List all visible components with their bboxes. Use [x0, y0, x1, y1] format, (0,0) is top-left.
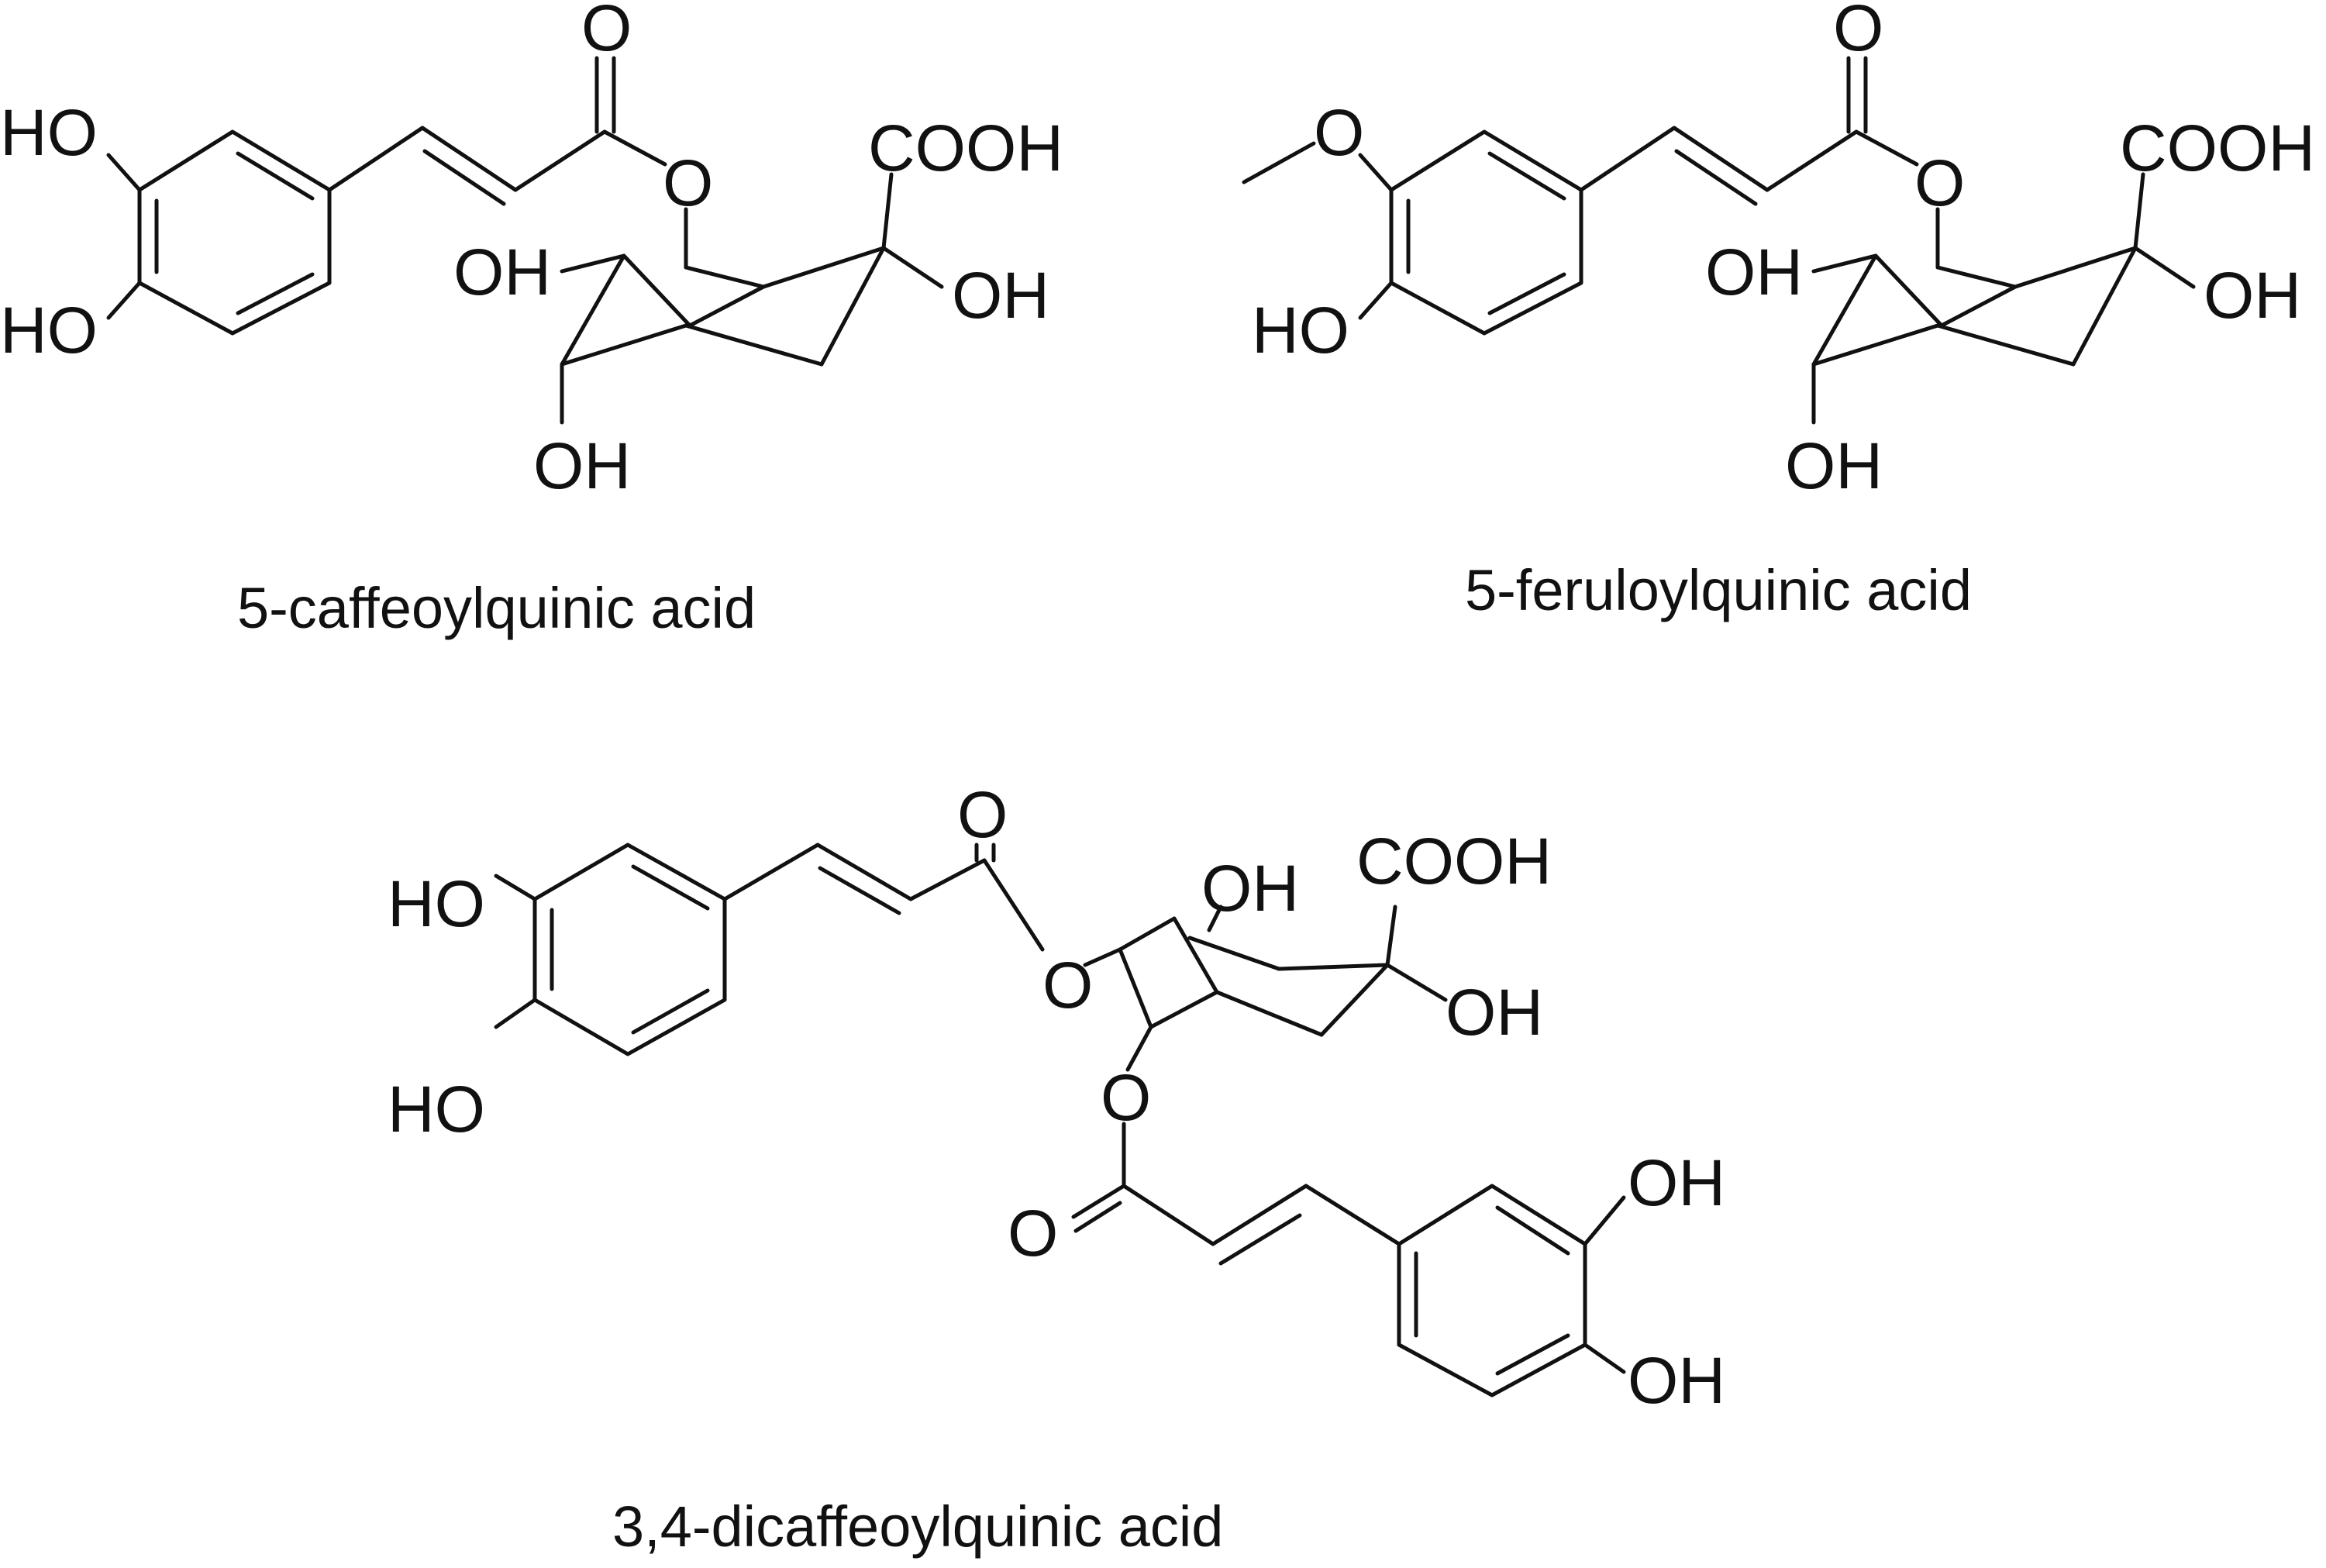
bonds-5fqa: [1242, 56, 2196, 425]
label-oh-ring-right: OH: [952, 259, 1049, 332]
caption-3-4-dicaffeoylquinic-acid: 3,4-dicaffeoylquinic acid: [612, 1494, 1223, 1559]
label-ester-o: O: [1914, 146, 1965, 219]
label-ester-o: O: [663, 146, 713, 219]
label-methoxy-o: O: [1314, 96, 1364, 169]
caption-5-feruloylquinic-acid: 5-feruloylquinic acid: [1465, 558, 1972, 622]
label-carbonyl-o: O: [581, 0, 632, 64]
label-carbonyl-o2: O: [1008, 1197, 1058, 1270]
label-oh-ring-bottom: OH: [533, 429, 631, 502]
label-ho-bottom: HO: [0, 294, 98, 367]
label-oh-ring-top: OH: [1201, 852, 1299, 925]
label-cooh: COOH: [868, 112, 1063, 184]
label-oh-ring-left: OH: [453, 236, 551, 308]
label-ho-bottom: HO: [388, 1073, 485, 1146]
label-ester-o1: O: [1042, 949, 1093, 1022]
molecule-5-caffeoylquinic-acid: HO HO O O COOH OH OH OH 5-caffeoylquinic…: [0, 0, 1063, 640]
label-ho-bottom: HO: [1252, 294, 1349, 367]
label-carbonyl-o: O: [1833, 0, 1883, 64]
caption-5-caffeoylquinic-acid: 5-caffeoylquinic acid: [237, 576, 756, 640]
label-cooh: COOH: [1356, 825, 1552, 898]
label-oh-ring-bottom: OH: [1785, 429, 1883, 502]
label-oh-ar2-top: OH: [1628, 1146, 1725, 1219]
label-oh-ring-left: OH: [1705, 236, 1803, 308]
label-oh-ring-right: OH: [2204, 259, 2301, 332]
label-oh-ar2-bottom: OH: [1628, 1344, 1725, 1417]
label-carbonyl-o1: O: [957, 778, 1008, 851]
label-oh-ring-right: OH: [1446, 976, 1543, 1049]
label-ho-top: HO: [0, 96, 98, 169]
molecule-5-feruloylquinic-acid: O HO O O COOH OH OH OH 5-feruloylquinic …: [1242, 0, 2315, 622]
label-cooh: COOH: [2120, 112, 2315, 184]
bonds-5cqa: [106, 56, 944, 425]
label-ho-top: HO: [388, 867, 485, 940]
molecule-3-4-dicaffeoylquinic-acid: HO HO O O OH COOH OH O O OH OH 3,4-dicaf…: [388, 778, 1725, 1559]
bonds-34dcqa: [494, 843, 1626, 1397]
label-ester-o2: O: [1101, 1061, 1151, 1134]
